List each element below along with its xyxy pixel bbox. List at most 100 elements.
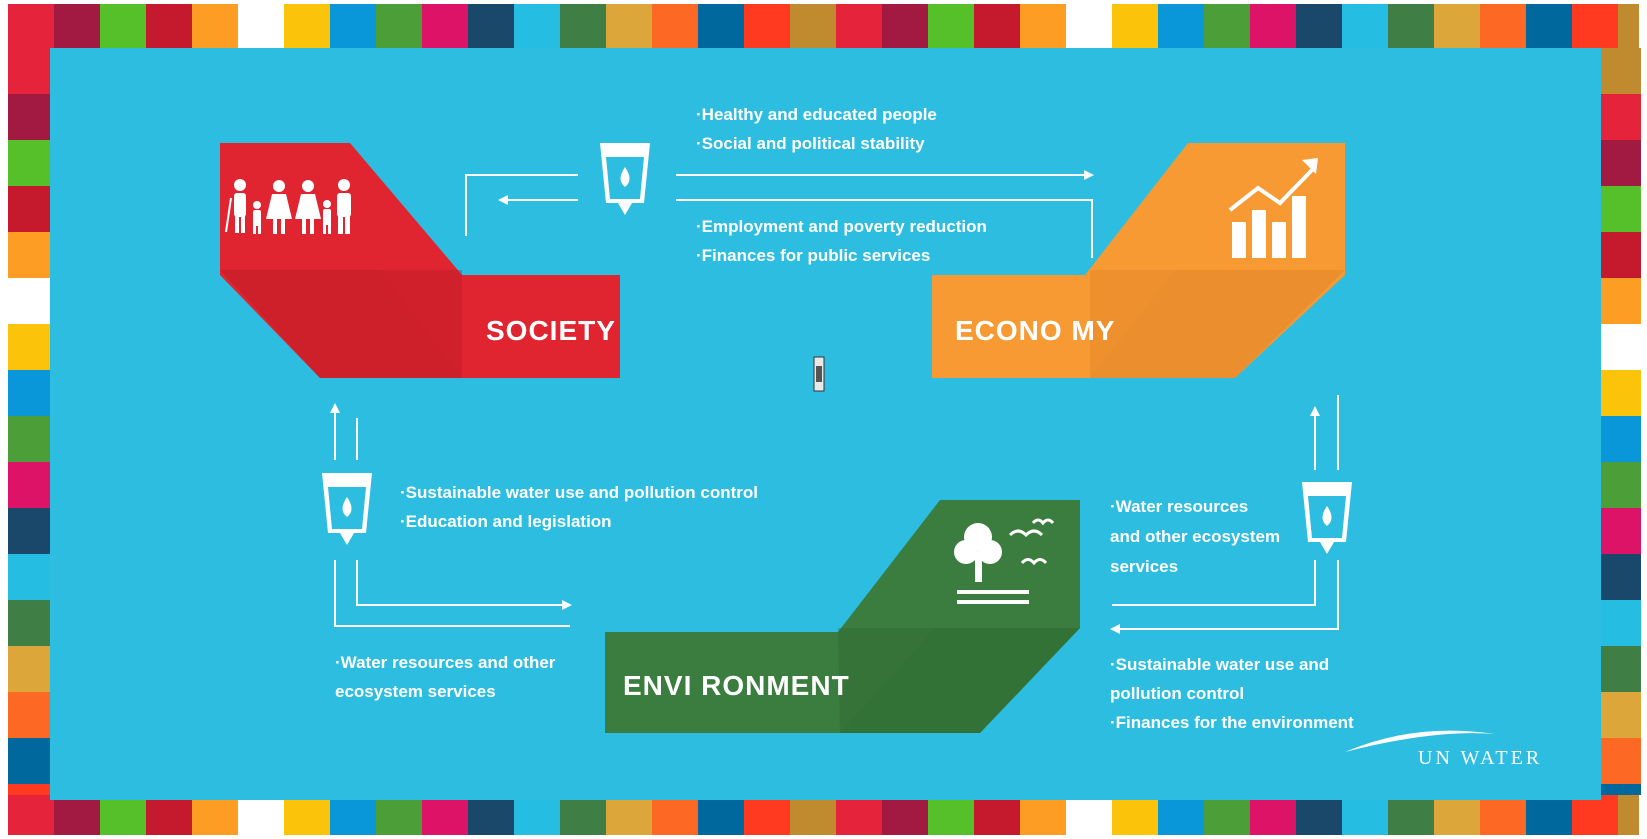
sdg-border-square <box>790 795 836 835</box>
sdg-border-square <box>836 795 882 835</box>
top-lower-text: ·Employment and poverty reduction ·Finan… <box>696 217 987 265</box>
sdg-border-square <box>8 508 50 554</box>
sdg-border-square <box>1618 795 1639 835</box>
sdg-border-square <box>284 795 330 835</box>
economy-label: ECONO MY <box>955 315 1115 346</box>
sdg-border-square <box>284 4 330 48</box>
sdg-border-square <box>8 600 50 646</box>
sdg-border-square <box>8 186 50 232</box>
top-upper-text: ·Healthy and educated people ·Social and… <box>696 105 937 153</box>
left-lower-text: ·Water resources and other ecosystem ser… <box>335 653 556 701</box>
right-lower-line-3: ·Finances for the environment <box>1110 713 1354 732</box>
sdg-border-square <box>1388 795 1434 835</box>
sdg-border-square <box>1066 795 1112 835</box>
right-upper-line-3: services <box>1110 557 1178 576</box>
sdg-border-square <box>1296 4 1342 48</box>
sdg-border-square <box>8 692 50 738</box>
environment-right-line <box>1112 560 1316 606</box>
top-upper-line-2: ·Social and political stability <box>696 134 925 153</box>
sdg-border-square <box>882 795 928 835</box>
right-upper-line-1: ·Water resources <box>1110 497 1248 516</box>
sdg-border-square <box>330 4 376 48</box>
economy-to-environment-arrow <box>1110 560 1339 634</box>
sdg-border-square <box>1204 4 1250 48</box>
sdg-border-square <box>1601 48 1641 94</box>
sdg-border-square <box>146 4 192 48</box>
sdg-border-square <box>1296 795 1342 835</box>
sdg-border-square <box>1601 186 1641 232</box>
sdg-border-square <box>928 795 974 835</box>
sdg-border-square <box>1112 795 1158 835</box>
sdg-border-square <box>882 4 928 48</box>
left-flow-arrows <box>330 403 572 627</box>
sdg-border-square <box>1618 4 1639 48</box>
family-icon <box>225 179 351 234</box>
water-cup-icon <box>600 143 650 215</box>
sdg-border-square <box>606 795 652 835</box>
society-return-line <box>465 174 578 236</box>
scroll-handle-icon[interactable] <box>813 356 825 392</box>
sdg-border-square <box>1601 278 1641 324</box>
sdg-border-square <box>238 4 284 48</box>
economy-return-line <box>676 199 1093 258</box>
sdg-border-square <box>8 646 50 692</box>
sdg-border-square <box>422 4 468 48</box>
sdg-border-square <box>1572 795 1618 835</box>
left-upper-line-2: ·Education and legislation <box>400 512 612 531</box>
sdg-border-square <box>836 4 882 48</box>
sdg-border-square <box>514 795 560 835</box>
sdg-border-square <box>1066 4 1112 48</box>
sdg-border-square <box>514 4 560 48</box>
sdg-border-square <box>8 94 50 140</box>
sdg-border-square <box>744 795 790 835</box>
sdg-border-square <box>1601 324 1641 370</box>
sdg-border-square <box>1480 795 1526 835</box>
sdg-border-square <box>1526 4 1572 48</box>
sdg-border-square <box>8 416 50 462</box>
sdg-border-square <box>1020 795 1066 835</box>
growth-chart-icon <box>1228 158 1318 258</box>
sdg-border-square <box>8 462 50 508</box>
sdg-border-square <box>1601 784 1641 795</box>
sdg-border-square <box>8 48 50 94</box>
sdg-border-square <box>1434 795 1480 835</box>
sdg-border-square <box>1388 4 1434 48</box>
sdg-border-square <box>974 4 1020 48</box>
sdg-border-square <box>238 795 284 835</box>
sdg-border-square <box>1601 416 1641 462</box>
sdg-border-square <box>1204 795 1250 835</box>
top-flow-arrows <box>465 170 1094 258</box>
un-water-logo: UN WATER <box>1345 730 1539 769</box>
right-upper-text: ·Water resources and other ecosystem ser… <box>1110 497 1280 576</box>
sdg-border-square <box>698 4 744 48</box>
sdg-border-square <box>560 4 606 48</box>
sdg-border-square <box>1158 795 1204 835</box>
left-upper-text: ·Sustainable water use and pollution con… <box>400 483 758 531</box>
sdg-border-square <box>376 4 422 48</box>
sdg-border-square <box>606 4 652 48</box>
sdg-border-square <box>100 4 146 48</box>
sdg-border-square <box>1601 738 1641 784</box>
top-lower-line-2: ·Finances for public services <box>696 246 930 265</box>
left-lower-line-2: ecosystem services <box>335 682 496 701</box>
society-label: SOCIETY <box>486 315 616 346</box>
sdg-border-square <box>744 4 790 48</box>
sdg-border-square <box>1342 795 1388 835</box>
sdg-border-square <box>1572 4 1618 48</box>
society-block: SOCIETY <box>220 143 620 378</box>
sdg-border-square <box>8 795 54 835</box>
sdg-border-square <box>1112 4 1158 48</box>
sdg-border-square <box>1342 4 1388 48</box>
sdg-border-square <box>1250 795 1296 835</box>
sdg-border-square <box>330 795 376 835</box>
sdg-border-square <box>1480 4 1526 48</box>
sdg-border-square <box>54 795 100 835</box>
water-cup-icon <box>322 473 372 545</box>
sdg-border-square <box>8 784 50 795</box>
environment-left-line <box>334 560 570 627</box>
sdg-border-square <box>1601 646 1641 692</box>
top-upper-line-1: ·Healthy and educated people <box>696 105 937 124</box>
sdg-border-square <box>1601 370 1641 416</box>
right-lower-line-2: pollution control <box>1110 684 1244 703</box>
